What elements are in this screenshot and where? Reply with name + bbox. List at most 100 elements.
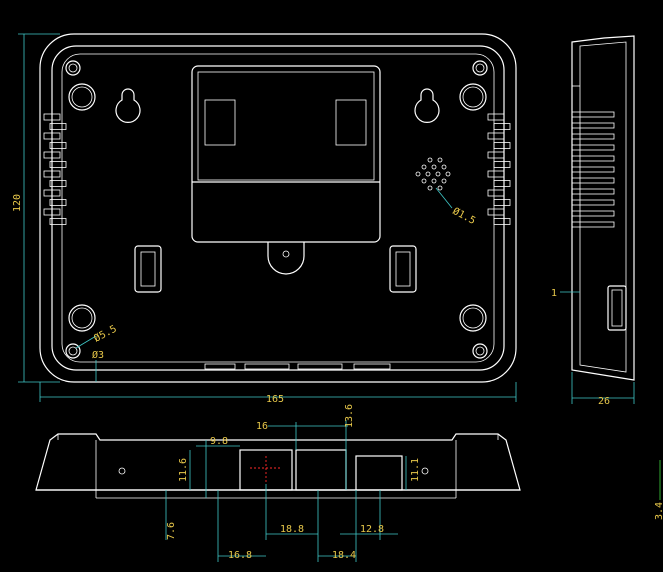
corner-hole-tr-inner bbox=[475, 63, 485, 73]
side-vent-fin bbox=[571, 133, 615, 140]
boss-bl-inner bbox=[71, 307, 93, 329]
vent-grille-left bbox=[43, 113, 67, 225]
dim-text-13-6: 13.6 bbox=[344, 404, 355, 428]
front-inner-outline-2 bbox=[61, 53, 495, 363]
battery-tab-hole bbox=[282, 250, 290, 258]
speaker-holes bbox=[415, 157, 451, 191]
speaker-hole bbox=[431, 178, 437, 184]
bottom-hole-left bbox=[118, 467, 126, 475]
bottom-outline bbox=[35, 433, 521, 491]
boss-tr-inner bbox=[462, 86, 484, 108]
side-vent-fin bbox=[571, 166, 615, 173]
label-hole-dia-a: Ø5.5 bbox=[92, 323, 119, 345]
front-inner-outline bbox=[51, 45, 505, 371]
side-vent-fin bbox=[571, 188, 615, 195]
clip-right bbox=[389, 245, 417, 293]
speaker-hole bbox=[421, 164, 427, 170]
vent-slot bbox=[43, 113, 61, 121]
vent-slot bbox=[49, 180, 67, 187]
side-vent-fins bbox=[571, 111, 615, 228]
port-3 bbox=[355, 455, 403, 491]
vent-slot bbox=[493, 218, 511, 225]
port-2 bbox=[295, 449, 347, 491]
speaker-hole bbox=[445, 171, 451, 177]
vent-slot bbox=[493, 123, 511, 130]
vent-grille-right bbox=[487, 113, 511, 225]
speaker-hole bbox=[415, 171, 421, 177]
dim-text-3-4: 3.4 bbox=[654, 502, 663, 520]
dim-text-11-1: 11.1 bbox=[410, 458, 421, 482]
bottom-slot-3 bbox=[297, 363, 343, 370]
corner-hole-bl bbox=[65, 343, 81, 359]
battery-contact-right bbox=[335, 99, 367, 146]
vent-slot bbox=[43, 189, 61, 197]
boss-tl-inner bbox=[71, 86, 93, 108]
side-view: 26 1 bbox=[551, 35, 635, 407]
battery-contact-left bbox=[204, 99, 236, 146]
dim-text-18-8a: 18.8 bbox=[280, 524, 304, 535]
keyhole-left bbox=[115, 88, 141, 123]
boss-bl bbox=[68, 304, 96, 332]
dim-text-16-8: 16.8 bbox=[228, 550, 252, 561]
vent-slot bbox=[487, 170, 505, 178]
keyhole-right bbox=[414, 88, 440, 123]
dim-text-wall: 1 bbox=[551, 288, 557, 299]
side-vent-fin bbox=[571, 221, 615, 228]
speaker-hole bbox=[441, 164, 447, 170]
side-button-inner bbox=[611, 289, 623, 327]
vent-slot bbox=[49, 199, 67, 206]
battery-compartment bbox=[191, 65, 381, 243]
corner-hole-bl-inner bbox=[68, 346, 78, 356]
side-vent-fin bbox=[571, 111, 615, 118]
dim-text-11-6: 11.6 bbox=[178, 458, 189, 482]
vent-slot bbox=[493, 161, 511, 168]
vent-slot bbox=[49, 161, 67, 168]
dim-text-height: 120 bbox=[12, 194, 23, 212]
vent-slot bbox=[487, 113, 505, 121]
speaker-hole bbox=[431, 164, 437, 170]
vent-slot bbox=[49, 218, 67, 225]
corner-hole-tl-inner bbox=[68, 63, 78, 73]
boss-br-inner bbox=[462, 307, 484, 329]
speaker-hole bbox=[427, 185, 433, 191]
vent-slot bbox=[49, 142, 67, 149]
speaker-hole bbox=[427, 157, 433, 163]
dim-text-18-4: 18.4 bbox=[332, 550, 356, 561]
dim-text-depth: 26 bbox=[598, 396, 610, 407]
dim-text-9-8: 9.8 bbox=[210, 436, 228, 447]
side-button bbox=[607, 285, 627, 331]
leader-speaker bbox=[435, 187, 453, 209]
side-vent-fin bbox=[571, 144, 615, 151]
front-outer-outline bbox=[39, 33, 517, 383]
boss-tl bbox=[68, 83, 96, 111]
bottom-slot-1 bbox=[204, 363, 236, 370]
clip-left-inner bbox=[140, 251, 156, 287]
vent-slot bbox=[49, 123, 67, 130]
battery-compartment-inner bbox=[197, 71, 375, 181]
speaker-hole bbox=[441, 178, 447, 184]
boss-tr bbox=[459, 83, 487, 111]
vent-slot bbox=[493, 199, 511, 206]
speaker-hole bbox=[425, 171, 431, 177]
vent-slot bbox=[43, 208, 61, 216]
side-vent-fin bbox=[571, 155, 615, 162]
battery-tab bbox=[267, 242, 305, 275]
speaker-hole bbox=[421, 178, 427, 184]
front-view: 165 120 Ø5.5 Ø3 Ø1.5 bbox=[12, 33, 517, 405]
vent-slot bbox=[43, 132, 61, 140]
corner-hole-br-inner bbox=[475, 346, 485, 356]
side-outline bbox=[571, 35, 635, 381]
vent-slot bbox=[487, 189, 505, 197]
clip-left bbox=[134, 245, 162, 293]
side-vent-fin bbox=[571, 199, 615, 206]
clip-right-inner bbox=[395, 251, 411, 287]
label-hole-dia-b: Ø3 bbox=[92, 349, 104, 361]
side-vent-fin bbox=[571, 122, 615, 129]
dim-text-width: 165 bbox=[266, 394, 284, 405]
corner-hole-tr bbox=[472, 60, 488, 76]
bottom-slot-4 bbox=[353, 363, 391, 370]
corner-hole-tl bbox=[65, 60, 81, 76]
vent-slot bbox=[487, 132, 505, 140]
vent-slot bbox=[493, 142, 511, 149]
